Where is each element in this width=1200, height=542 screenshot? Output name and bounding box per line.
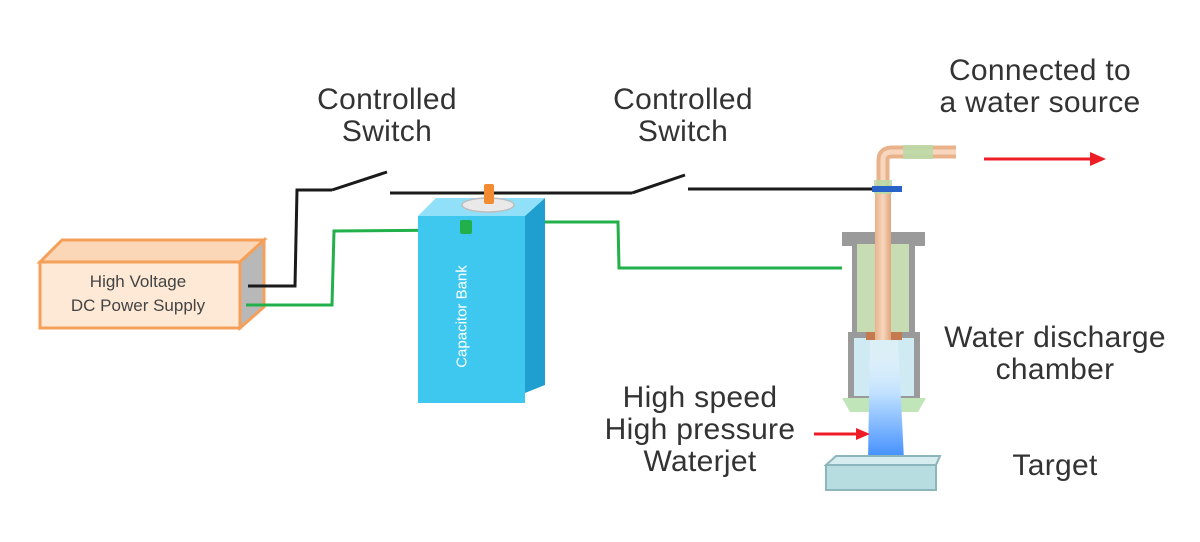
water-flow-arrow bbox=[984, 152, 1106, 166]
waterjet-pointer-arrow bbox=[814, 428, 870, 440]
power-supply-box bbox=[36, 236, 268, 332]
capacitor-label: Capacitor Bank bbox=[453, 265, 471, 368]
waterjet-stream bbox=[868, 340, 904, 460]
switch-1-blade bbox=[331, 170, 388, 192]
target-label: Target bbox=[1012, 449, 1098, 482]
water-inlet-tube bbox=[872, 145, 956, 340]
positive-terminal bbox=[484, 184, 494, 204]
negative-terminal bbox=[460, 220, 472, 234]
wire-clamp bbox=[872, 186, 902, 192]
switch-2-blade bbox=[631, 173, 686, 195]
target-block bbox=[823, 455, 942, 491]
capacitor-bank bbox=[418, 184, 545, 403]
black-wire bbox=[248, 170, 880, 288]
